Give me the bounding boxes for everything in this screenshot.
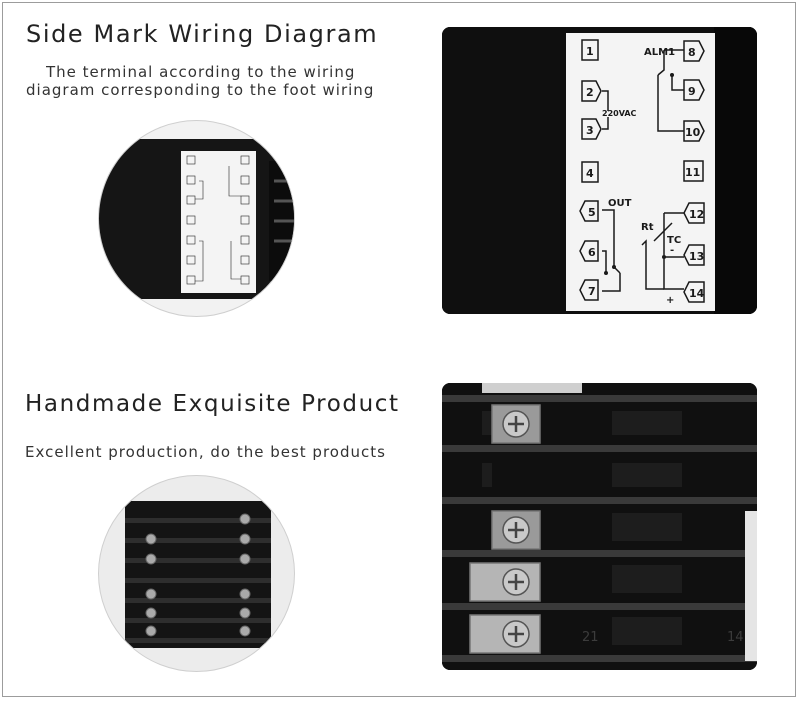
- terminal-block-panel: 21 14: [442, 383, 757, 670]
- terminal-label-10: 10: [685, 126, 701, 139]
- page-frame: [2, 2, 796, 697]
- out-label: OUT: [608, 198, 632, 209]
- section-subtitle-line2: diagram corresponding to the foot wiring: [26, 81, 375, 99]
- terminal-label-1: 1: [586, 45, 594, 58]
- terminal-label-12: 12: [689, 208, 704, 221]
- wiring-label-zoom-illustration: [99, 139, 294, 299]
- terminal-label-14: 14: [689, 287, 705, 300]
- back-number-14: 14: [727, 630, 744, 645]
- terminal-label-3: 3: [586, 124, 594, 137]
- tc-plus-label: +: [666, 295, 674, 306]
- terminal-label-2: 2: [586, 86, 594, 99]
- terminal-label-11: 11: [685, 166, 700, 179]
- rt-label: Rt: [641, 222, 654, 233]
- alm1-label: ALM1: [644, 47, 675, 58]
- terminal-label-4: 4: [586, 167, 594, 180]
- section-title-production: Handmade Exquisite Productic: [25, 391, 401, 417]
- terminal-label-7: 7: [588, 285, 596, 298]
- terminal-label-9: 9: [688, 85, 696, 98]
- terminal-label-5: 5: [588, 206, 596, 219]
- voltage-label: 220VAC: [602, 109, 637, 118]
- wiring-diagram-panel: 1 2 3 4 5 6 7 8 9 10 11 12 13 14 ALM1 22…: [442, 27, 757, 314]
- terminal-label-8: 8: [688, 46, 696, 59]
- section-subtitle-line1: The terminal according to the wiring: [46, 63, 356, 81]
- wiring-diagram-illustration: 1 2 3 4 5 6 7 8 9 10 11 12 13 14 ALM1 22…: [442, 27, 757, 314]
- terminal-block-illustration: 21 14: [442, 383, 757, 670]
- terminal-label-6: 6: [588, 246, 596, 259]
- back-number-21: 21: [582, 630, 599, 645]
- wiring-label-zoom-circle: [98, 120, 295, 317]
- section-title-wiring: Side Mark Wiring Diagram: [26, 20, 379, 48]
- tc-label: TC: [667, 235, 681, 246]
- tc-minus-label: -: [670, 245, 674, 256]
- terminal-block-zoom-illustration: [125, 501, 271, 648]
- terminal-block-zoom-circle: [98, 475, 295, 672]
- section-subtitle-production: Excellent production, do the best produc…: [25, 443, 386, 461]
- terminal-label-13: 13: [689, 250, 704, 263]
